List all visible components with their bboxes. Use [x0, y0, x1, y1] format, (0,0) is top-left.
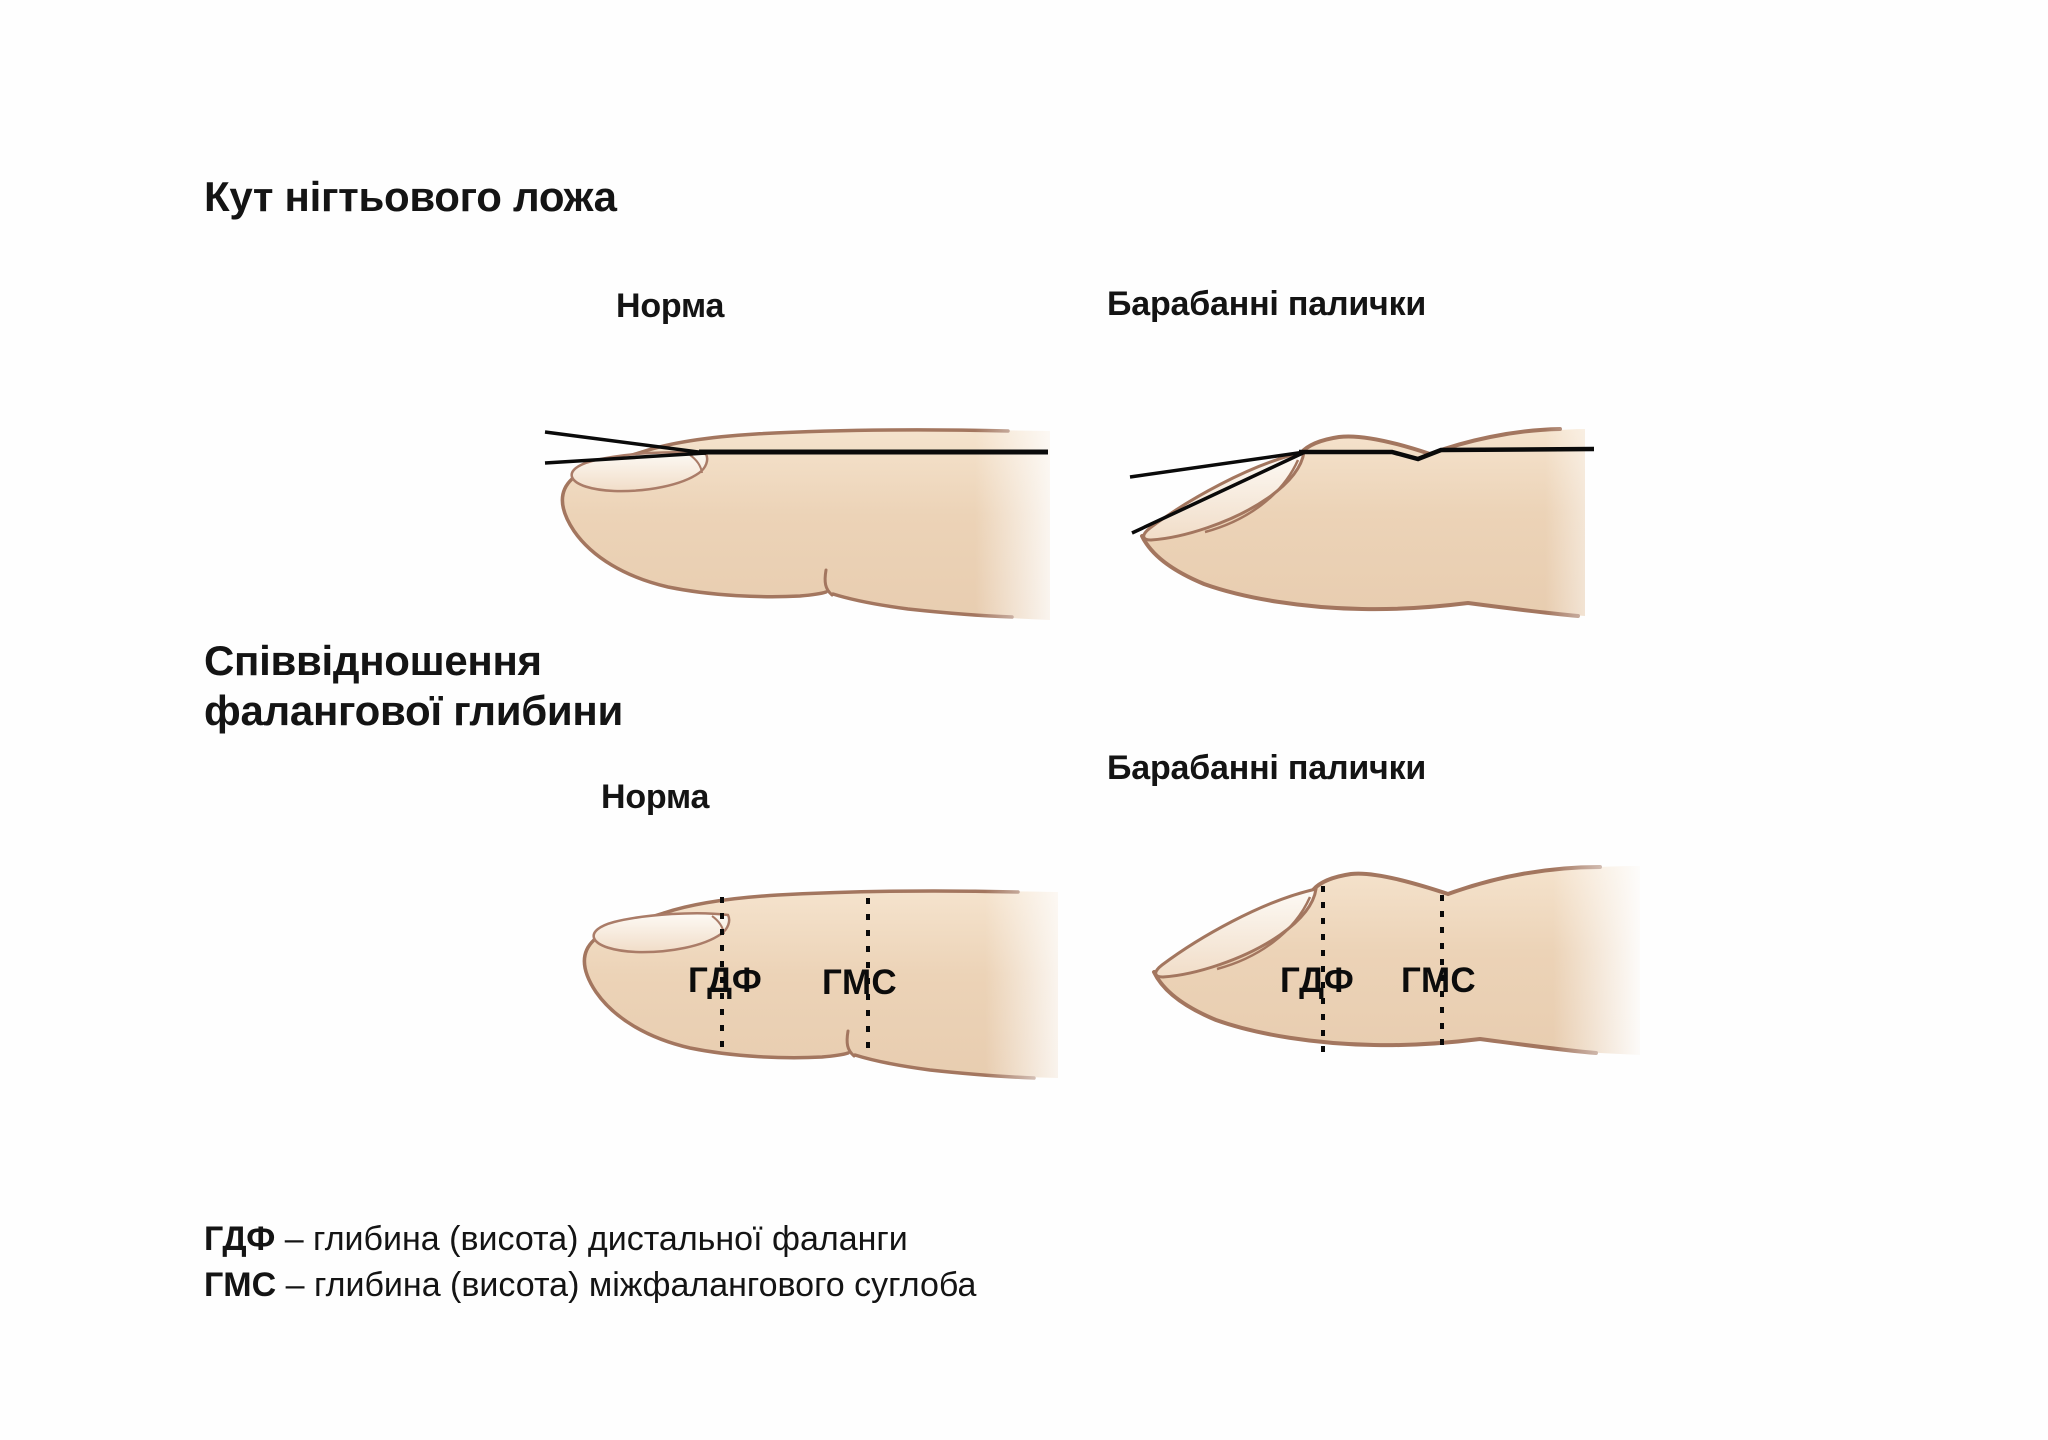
figure-clubbing-angle: [1129, 415, 1650, 630]
section2-normal-label: Норма: [601, 778, 710, 816]
legend: ГДФ – глибина (висота) дистальної фаланг…: [204, 1216, 976, 1308]
section1-normal-label: Норма: [616, 287, 725, 325]
section2-title-line2: фалангової глибини: [204, 687, 624, 735]
clubbing-gdf-label: ГДФ: [1280, 961, 1354, 1000]
legend-desc-gms: – глибина (висота) міжфалангового суглоб…: [285, 1266, 977, 1305]
clubbing-gms-label: ГМС: [1401, 961, 1476, 1000]
normal-gms-label: ГМС: [822, 963, 897, 1002]
clubbing-depth-measure-lines: [1321, 886, 1444, 1054]
figure-clubbing-depth: [1152, 850, 1663, 1070]
normal-angle-lines: [544, 430, 1048, 465]
section1-title: Кут нігтьового ложа: [204, 173, 617, 220]
normal-gdf-label: ГДФ: [688, 961, 762, 1000]
figure-normal-depth: [582, 878, 1095, 1088]
legend-item-gdf: ГДФ – глибина (висота) дистальної фаланг…: [204, 1216, 976, 1262]
section2-clubbing-label: Барабанні палички: [1107, 749, 1427, 787]
legend-item-gms: ГМС – глибина (висота) міжфалангового су…: [204, 1262, 976, 1308]
legend-term-gms: ГМС: [204, 1266, 277, 1305]
section2-title: Співвідношення фалангової глибини: [204, 636, 623, 737]
clubbing-angle-lines: [1129, 446, 1595, 535]
legend-desc-gdf: – глибина (висота) дистальної фаланги: [284, 1220, 908, 1258]
figure-normal-angle: [544, 415, 1085, 630]
section1-clubbing-label: Барабанні палички: [1107, 285, 1427, 323]
normal-depth-measure-lines: [720, 897, 870, 1058]
section2-title-line1: Співвідношення: [204, 637, 542, 684]
legend-term-gdf: ГДФ: [204, 1220, 276, 1258]
